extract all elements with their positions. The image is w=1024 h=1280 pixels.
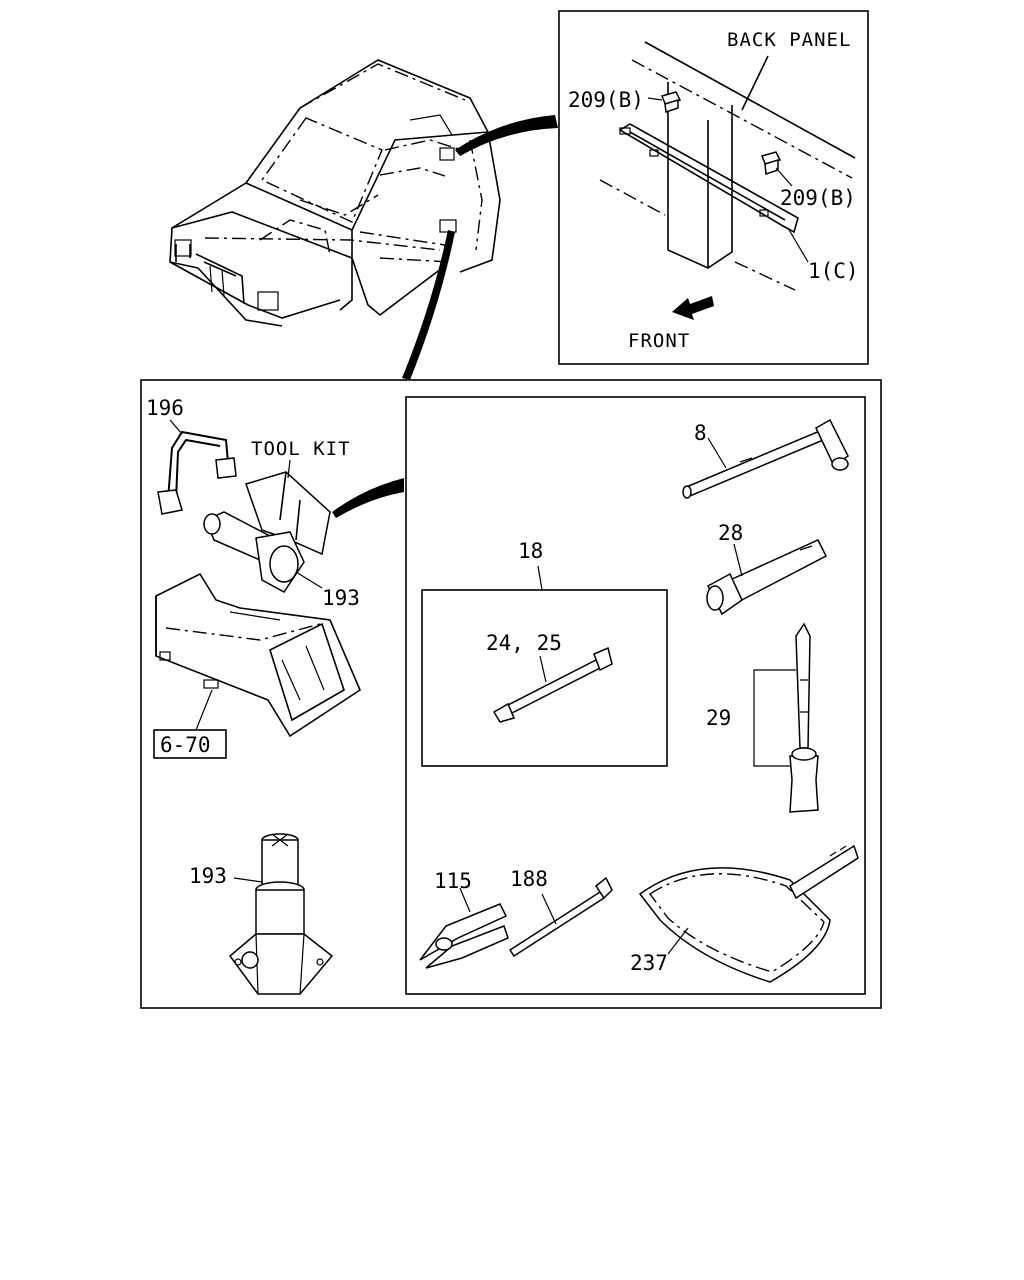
screwdriver-label: 29 <box>706 706 731 730</box>
front-arrow-icon <box>672 296 714 320</box>
main-frame <box>140 379 882 1009</box>
spanner-label: 24, 25 <box>486 631 562 655</box>
vehicle-body-illustration <box>169 59 558 380</box>
pliers-icon <box>419 903 509 969</box>
bar-icon <box>508 876 613 958</box>
bolt-upper-label: 209(B) <box>568 88 644 112</box>
wheel-wrench-label: 8 <box>694 421 707 445</box>
bolt-icon <box>760 151 782 176</box>
strap-label: 196 <box>146 396 184 420</box>
tool-set-frame <box>421 589 668 767</box>
box-wrench-label: 28 <box>718 521 743 545</box>
screwdriver-illustration <box>789 622 819 813</box>
tool-bag-illustration <box>638 844 859 983</box>
back-panel-inset: BACK PANEL 209(B) 209(B) 1(C) FRONT <box>558 10 869 365</box>
jack-upper-label: 193 <box>322 586 360 610</box>
bar-label: 188 <box>510 867 548 891</box>
pliers-label: 115 <box>434 869 472 893</box>
tool-kit-bag-illustration <box>245 459 331 556</box>
wheel-wrench-illustration <box>682 418 849 499</box>
bag-label: 237 <box>630 951 668 975</box>
box-wrench-illustration <box>706 539 828 616</box>
bolt-lower-label: 209(B) <box>780 186 856 210</box>
strap-illustration <box>157 419 237 515</box>
bolt-icon <box>660 91 682 114</box>
bottle-jack-illustration <box>228 833 334 995</box>
tool-tray-illustration <box>155 572 361 738</box>
back-panel-label: BACK PANEL <box>727 29 851 51</box>
ref-box-label: 6-70 <box>160 733 211 757</box>
small-jack-illustration <box>203 511 323 593</box>
tool-kit-frame <box>405 396 866 995</box>
front-label: FRONT <box>628 330 690 352</box>
ref-box <box>153 729 227 759</box>
tool-set-label: 18 <box>518 539 543 563</box>
jack-lower-label: 193 <box>189 864 227 888</box>
spanner-icon <box>492 646 613 723</box>
tool-kit-label: TOOL KIT <box>251 438 351 460</box>
bracket-label: 1(C) <box>808 259 859 283</box>
